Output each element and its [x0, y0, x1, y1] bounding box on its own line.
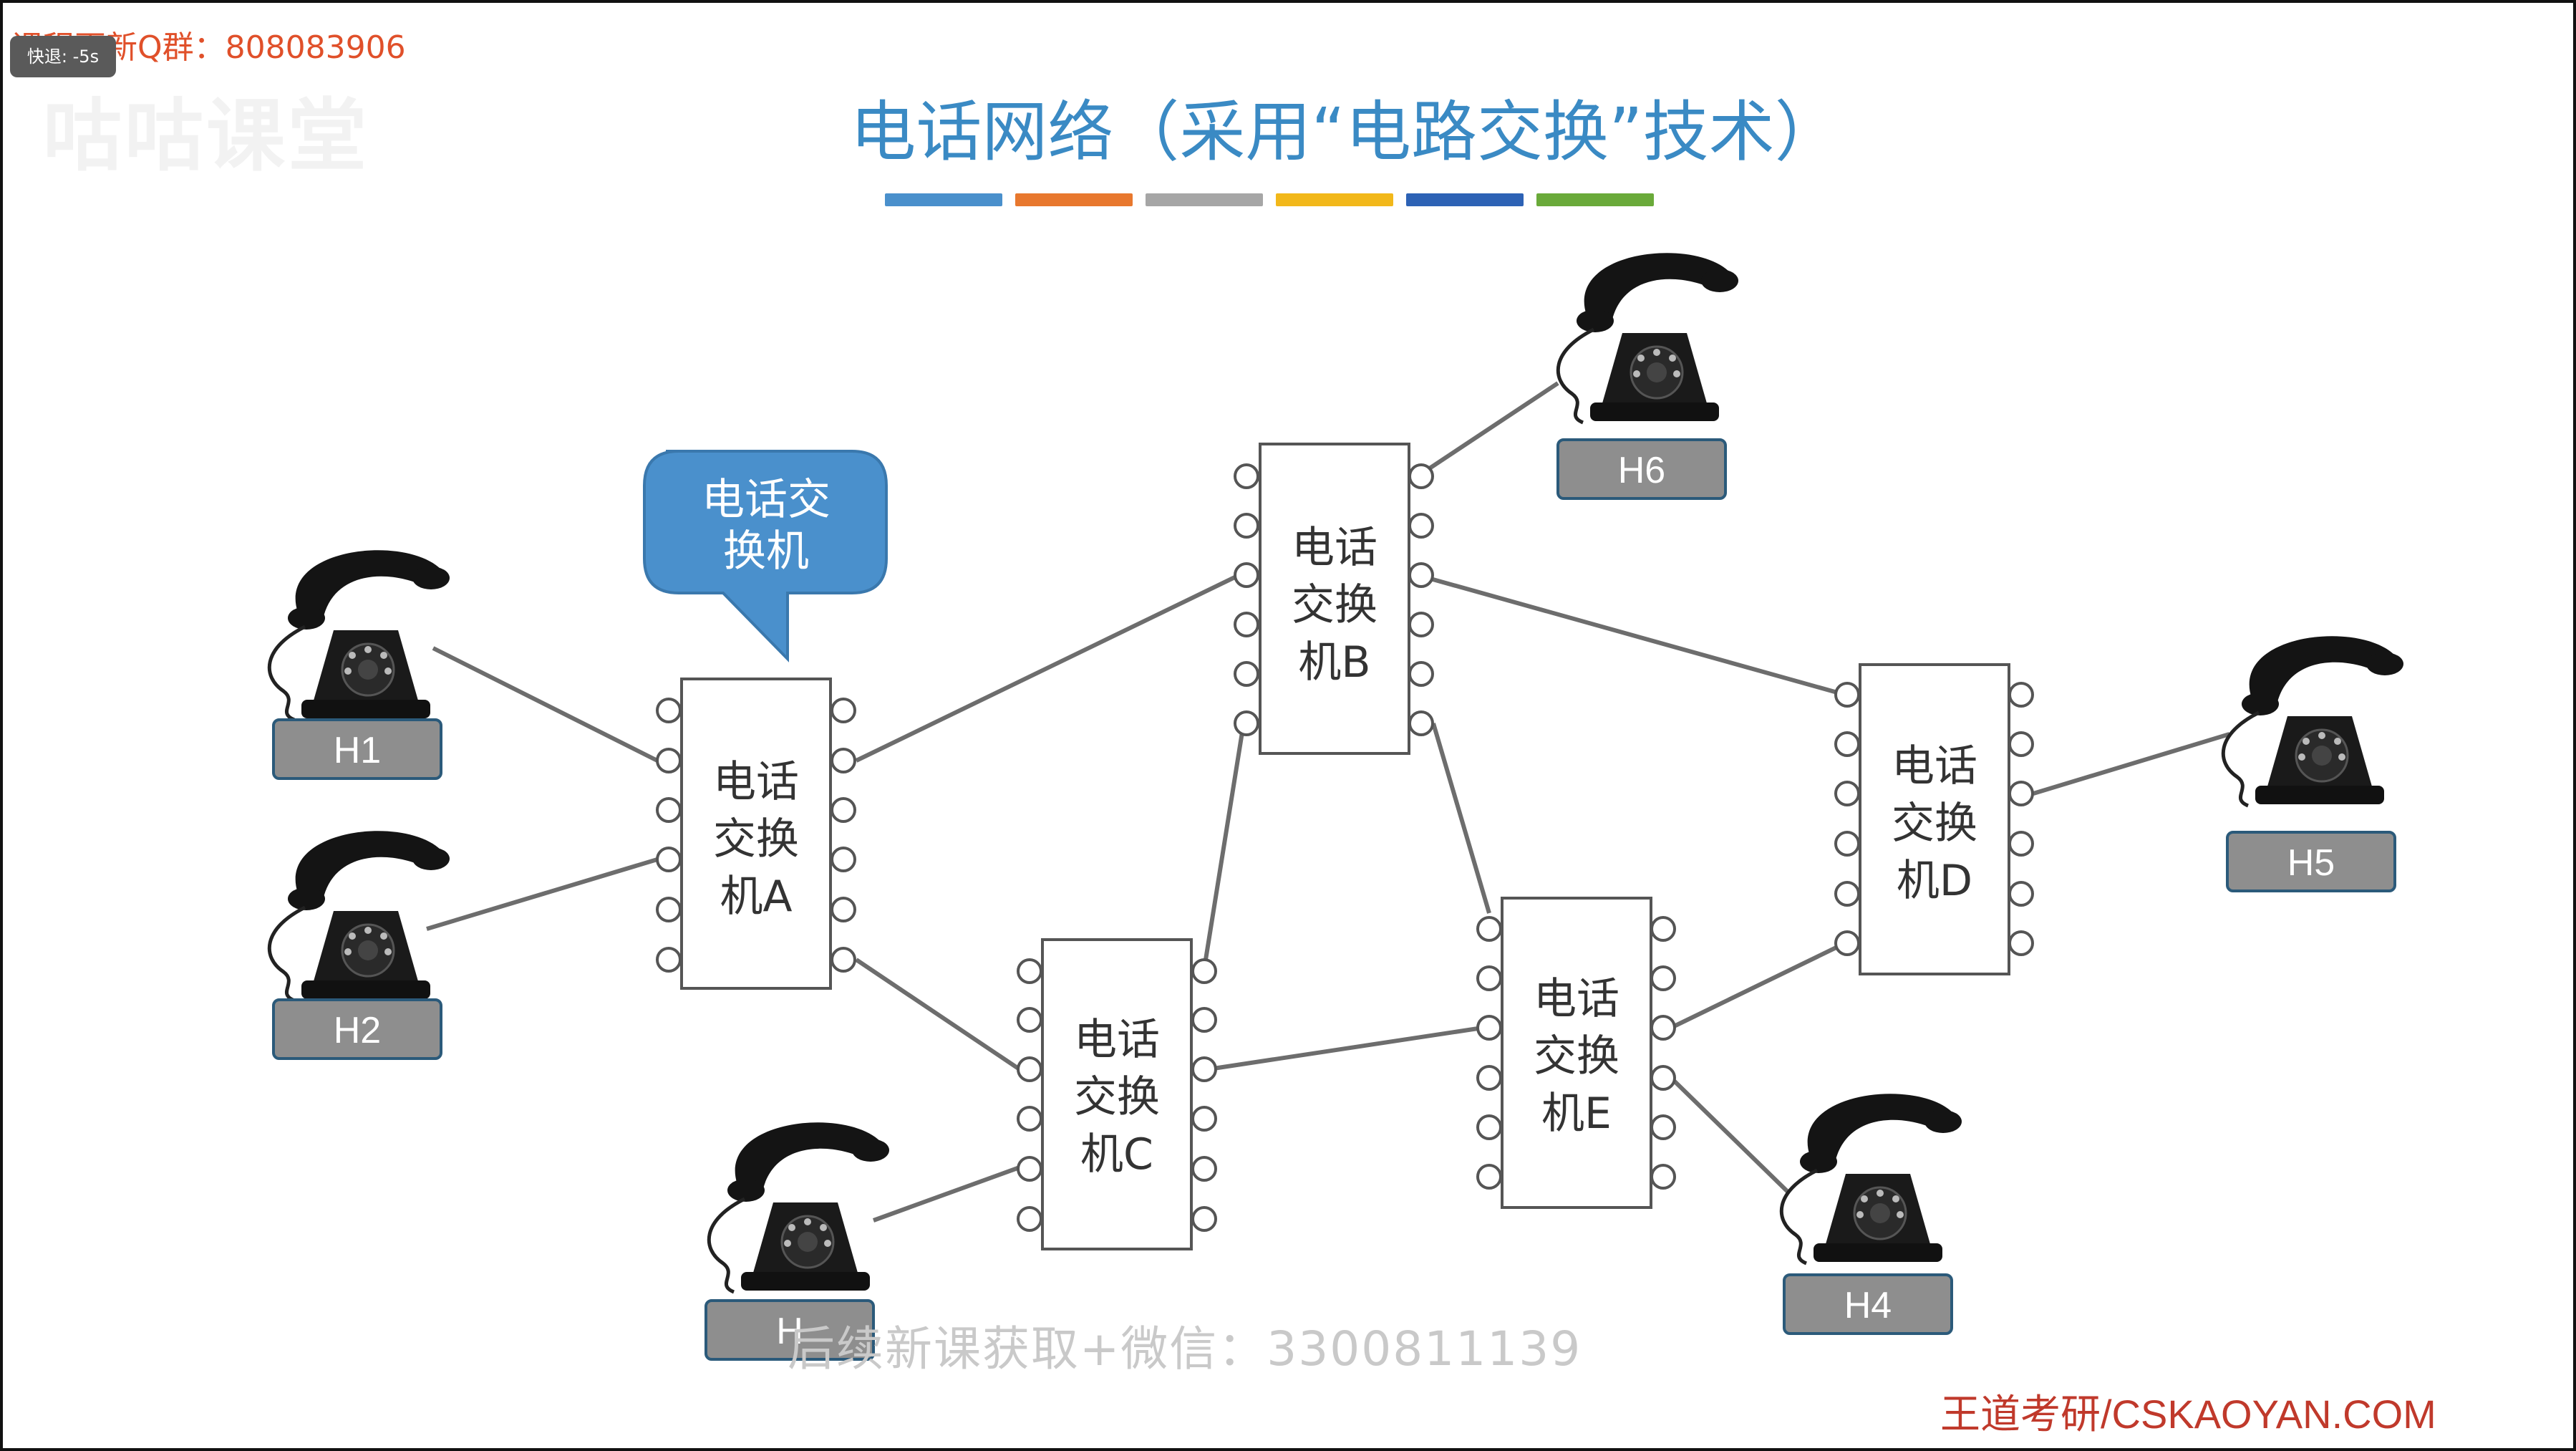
switch-a-line1: 电话 — [713, 757, 799, 807]
rotary-telephone-icon — [709, 1122, 889, 1292]
ghost-logo: 咕咕课堂 — [43, 90, 369, 182]
frame-top — [0, 0, 2576, 3]
host-h4[interactable]: H4 — [1781, 1094, 1962, 1335]
switch-e[interactable]: 电话 交换 机E — [1476, 897, 1676, 1209]
link-d-h5 — [2033, 732, 2230, 796]
switch-a[interactable]: 电话 交换 机A — [656, 678, 856, 990]
link-c-e — [1208, 1026, 1483, 1071]
host-h2[interactable]: H2 — [269, 831, 450, 1060]
callout-line2: 换机 — [723, 526, 809, 577]
link-b-h6 — [1416, 381, 1559, 478]
frame-left — [0, 0, 3, 1451]
switch-c-line3: 机C — [1080, 1129, 1153, 1180]
link-a-c — [855, 958, 1021, 1071]
host-h4-label: H4 — [1844, 1285, 1892, 1326]
host-h1-label: H1 — [334, 730, 381, 771]
link-h1-a — [432, 646, 659, 763]
rotary-telephone-icon — [269, 550, 450, 720]
color-bar-4 — [1276, 193, 1393, 206]
host-h6-label: H6 — [1618, 450, 1665, 491]
switch-c[interactable]: 电话 交换 机C — [1017, 938, 1217, 1250]
color-bar-5 — [1406, 193, 1524, 206]
host-h5-label: H5 — [2287, 842, 2335, 884]
frame-right — [2573, 0, 2576, 1451]
footer-brand: 王道考研/CSKAOYAN.COM — [1940, 1392, 2436, 1437]
switch-d-line1: 电话 — [1892, 741, 1977, 791]
wechat-watermark: 后续新课获取+微信：3300811139 — [788, 1321, 1582, 1377]
color-bar-6 — [1536, 193, 1654, 206]
link-b-d — [1417, 573, 1846, 697]
switch-c-line2: 交换 — [1074, 1072, 1160, 1122]
switch-d[interactable]: 电话 交换 机D — [1834, 663, 2034, 975]
link-e-h4 — [1669, 1076, 1790, 1194]
switch-d-line3: 机D — [1897, 856, 1972, 906]
link-e-d — [1670, 941, 1846, 1030]
switch-callout: 电话交 换机 — [643, 450, 888, 662]
rotary-telephone-icon — [2223, 636, 2403, 806]
links — [426, 381, 2230, 1223]
page-title: 电话网络（采用“电路交换”技术） — [850, 94, 1841, 170]
host-h1[interactable]: H1 — [269, 550, 450, 780]
switch-b-line1: 电话 — [1292, 523, 1377, 573]
rotary-telephone-icon — [1558, 253, 1738, 423]
link-a-b — [855, 571, 1245, 763]
switch-d-line2: 交换 — [1892, 799, 1977, 849]
host-h6[interactable]: H6 — [1558, 253, 1738, 500]
switch-a-line3: 机A — [720, 872, 792, 922]
switch-e-line1: 电话 — [1534, 974, 1619, 1024]
callout-line1: 电话交 — [702, 475, 831, 525]
color-bar-1 — [885, 193, 1002, 206]
host-h2-label: H2 — [334, 1010, 381, 1051]
switch-b-line3: 机B — [1298, 637, 1370, 688]
rotary-telephone-icon — [269, 831, 450, 1001]
color-bar-3 — [1146, 193, 1263, 206]
host-h3-label: H — [776, 1311, 803, 1352]
rotary-telephone-icon — [1781, 1094, 1962, 1263]
switch-e-line3: 机E — [1541, 1089, 1612, 1139]
host-h3[interactable]: H — [704, 1122, 889, 1361]
switch-a-line2: 交换 — [713, 814, 799, 864]
link-b-e — [1431, 723, 1491, 914]
color-bar-2 — [1015, 193, 1133, 206]
frame-bottom — [0, 1448, 2576, 1451]
switch-c-line1: 电话 — [1074, 1015, 1160, 1065]
rewind-speed-badge[interactable]: 快退: -5s — [10, 36, 116, 77]
switch-e-line2: 交换 — [1534, 1031, 1619, 1081]
link-c-b — [1204, 723, 1246, 960]
host-h5[interactable]: H5 — [2223, 636, 2403, 892]
link-h2-a — [426, 857, 658, 931]
switch-b-line2: 交换 — [1292, 580, 1377, 630]
switch-b[interactable]: 电话 交换 机B — [1234, 443, 1434, 755]
link-h3-c — [872, 1165, 1021, 1223]
